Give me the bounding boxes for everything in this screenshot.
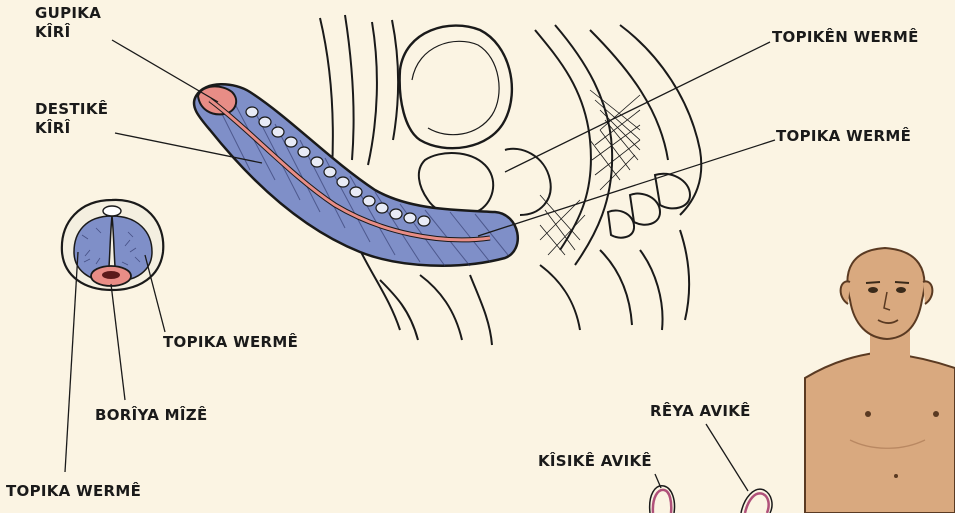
vas-deferens (650, 486, 772, 513)
label-destike-kiri: DESTIKÊ KÎRÎ (35, 100, 108, 138)
human-figure (805, 248, 955, 513)
label-destike-kiri-line2: KÎRÎ (35, 119, 71, 137)
label-boriya-mize: BORÎYA MÎZÊ (95, 406, 208, 425)
label-gupika-kiri-line1: GUPIKA (35, 4, 101, 22)
label-gupika-kiri: GUPIKA KÎRÎ (35, 4, 101, 42)
label-topika-werme-bottom: TOPIKA WERMÊ (6, 482, 141, 501)
label-topika-werme-right: TOPIKA WERMÊ (776, 127, 911, 146)
label-kisike-avike: KÎSIKÊ AVIKÊ (538, 452, 652, 471)
label-topiken-werme: TOPIKÊN WERMÊ (772, 28, 919, 47)
penis-longitudinal-section (194, 84, 518, 266)
pelvis-sagittal-section (320, 15, 701, 345)
label-topika-werme-cross: TOPIKA WERMÊ (163, 333, 298, 352)
label-destike-kiri-line1: DESTIKÊ (35, 100, 108, 118)
label-reya-avike: RÊYA AVIKÊ (650, 402, 751, 421)
label-gupika-kiri-line2: KÎRÎ (35, 23, 71, 41)
